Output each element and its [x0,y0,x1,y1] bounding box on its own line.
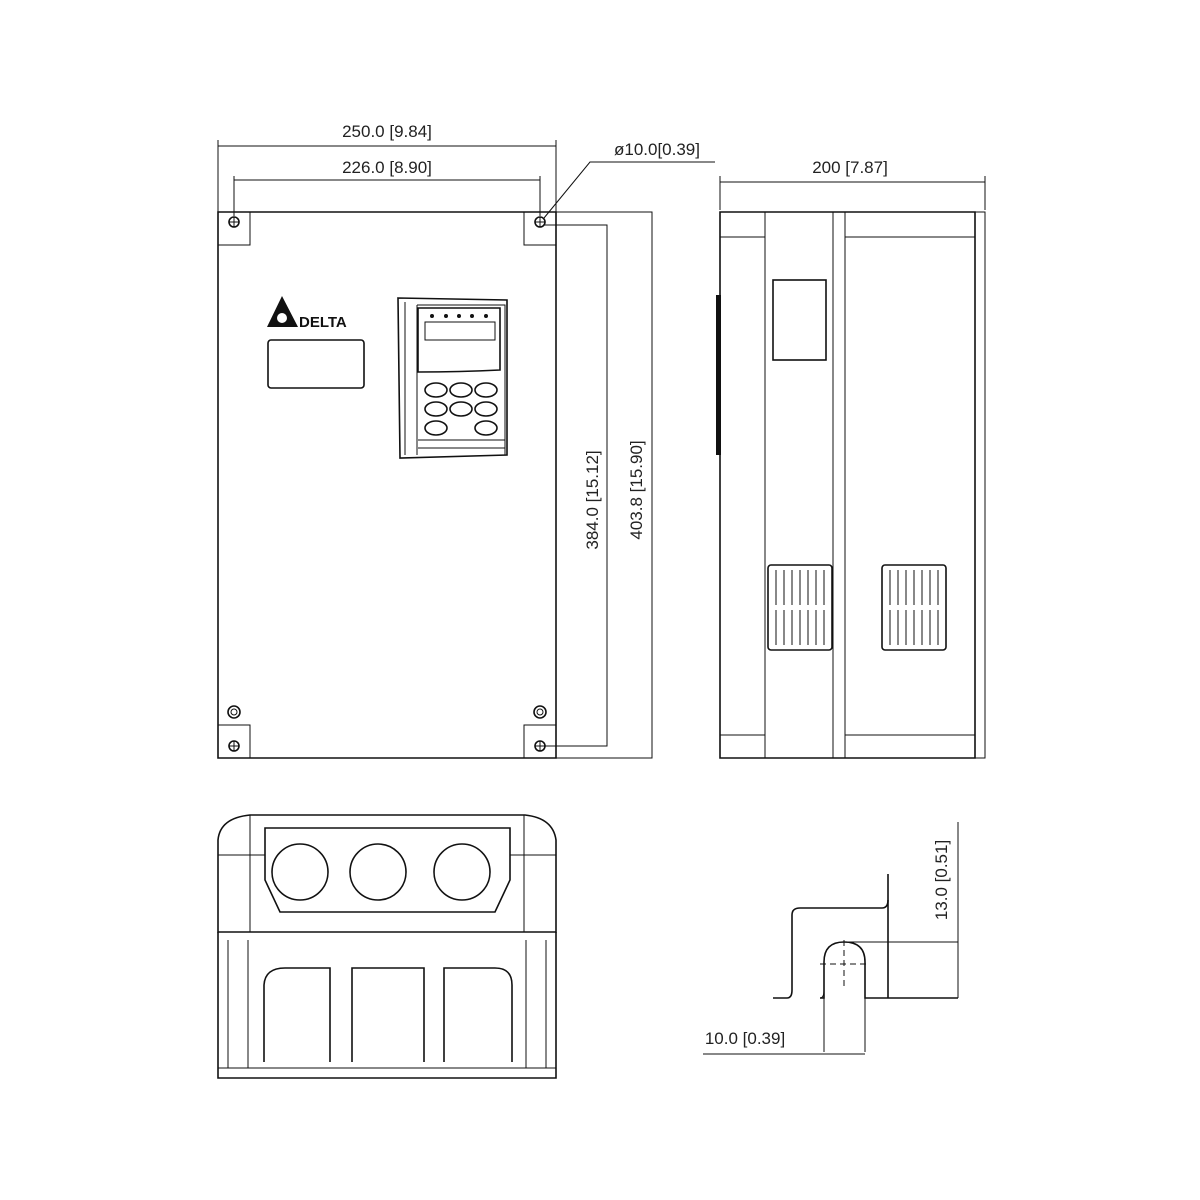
label-window [267,339,365,389]
delta-logo: DELTA [267,296,347,331]
front-dimensions: 250.0 [9.84] 226.0 [8.90] ø10.0[0.39] 38… [217,122,715,759]
mounting-holes [227,216,547,752]
svg-text:ø10.0[0.39]: ø10.0[0.39] [614,140,700,159]
svg-text:200 [7.87]: 200 [7.87] [812,158,888,177]
svg-text:DELTA: DELTA [299,314,347,331]
svg-text:403.8 [15.90]: 403.8 [15.90] [627,440,646,539]
keypad-display [424,321,496,341]
svg-text:250.0 [9.84]: 250.0 [9.84] [342,122,432,141]
keypad [397,297,508,459]
svg-text:384.0 [15.12]: 384.0 [15.12] [583,450,602,549]
front-view: DELTA [217,211,557,759]
slot-detail: 13.0 [0.51] 10.0 [0.39] [703,822,959,1055]
vent-grill [767,564,947,651]
svg-text:10.0 [0.39]: 10.0 [0.39] [705,1029,785,1048]
side-label [772,279,827,361]
svg-text:13.0 [0.51]: 13.0 [0.51] [932,840,951,920]
bottom-view [217,814,557,1079]
side-view: 200 [7.87] [716,158,986,759]
svg-text:226.0 [8.90]: 226.0 [8.90] [342,158,432,177]
